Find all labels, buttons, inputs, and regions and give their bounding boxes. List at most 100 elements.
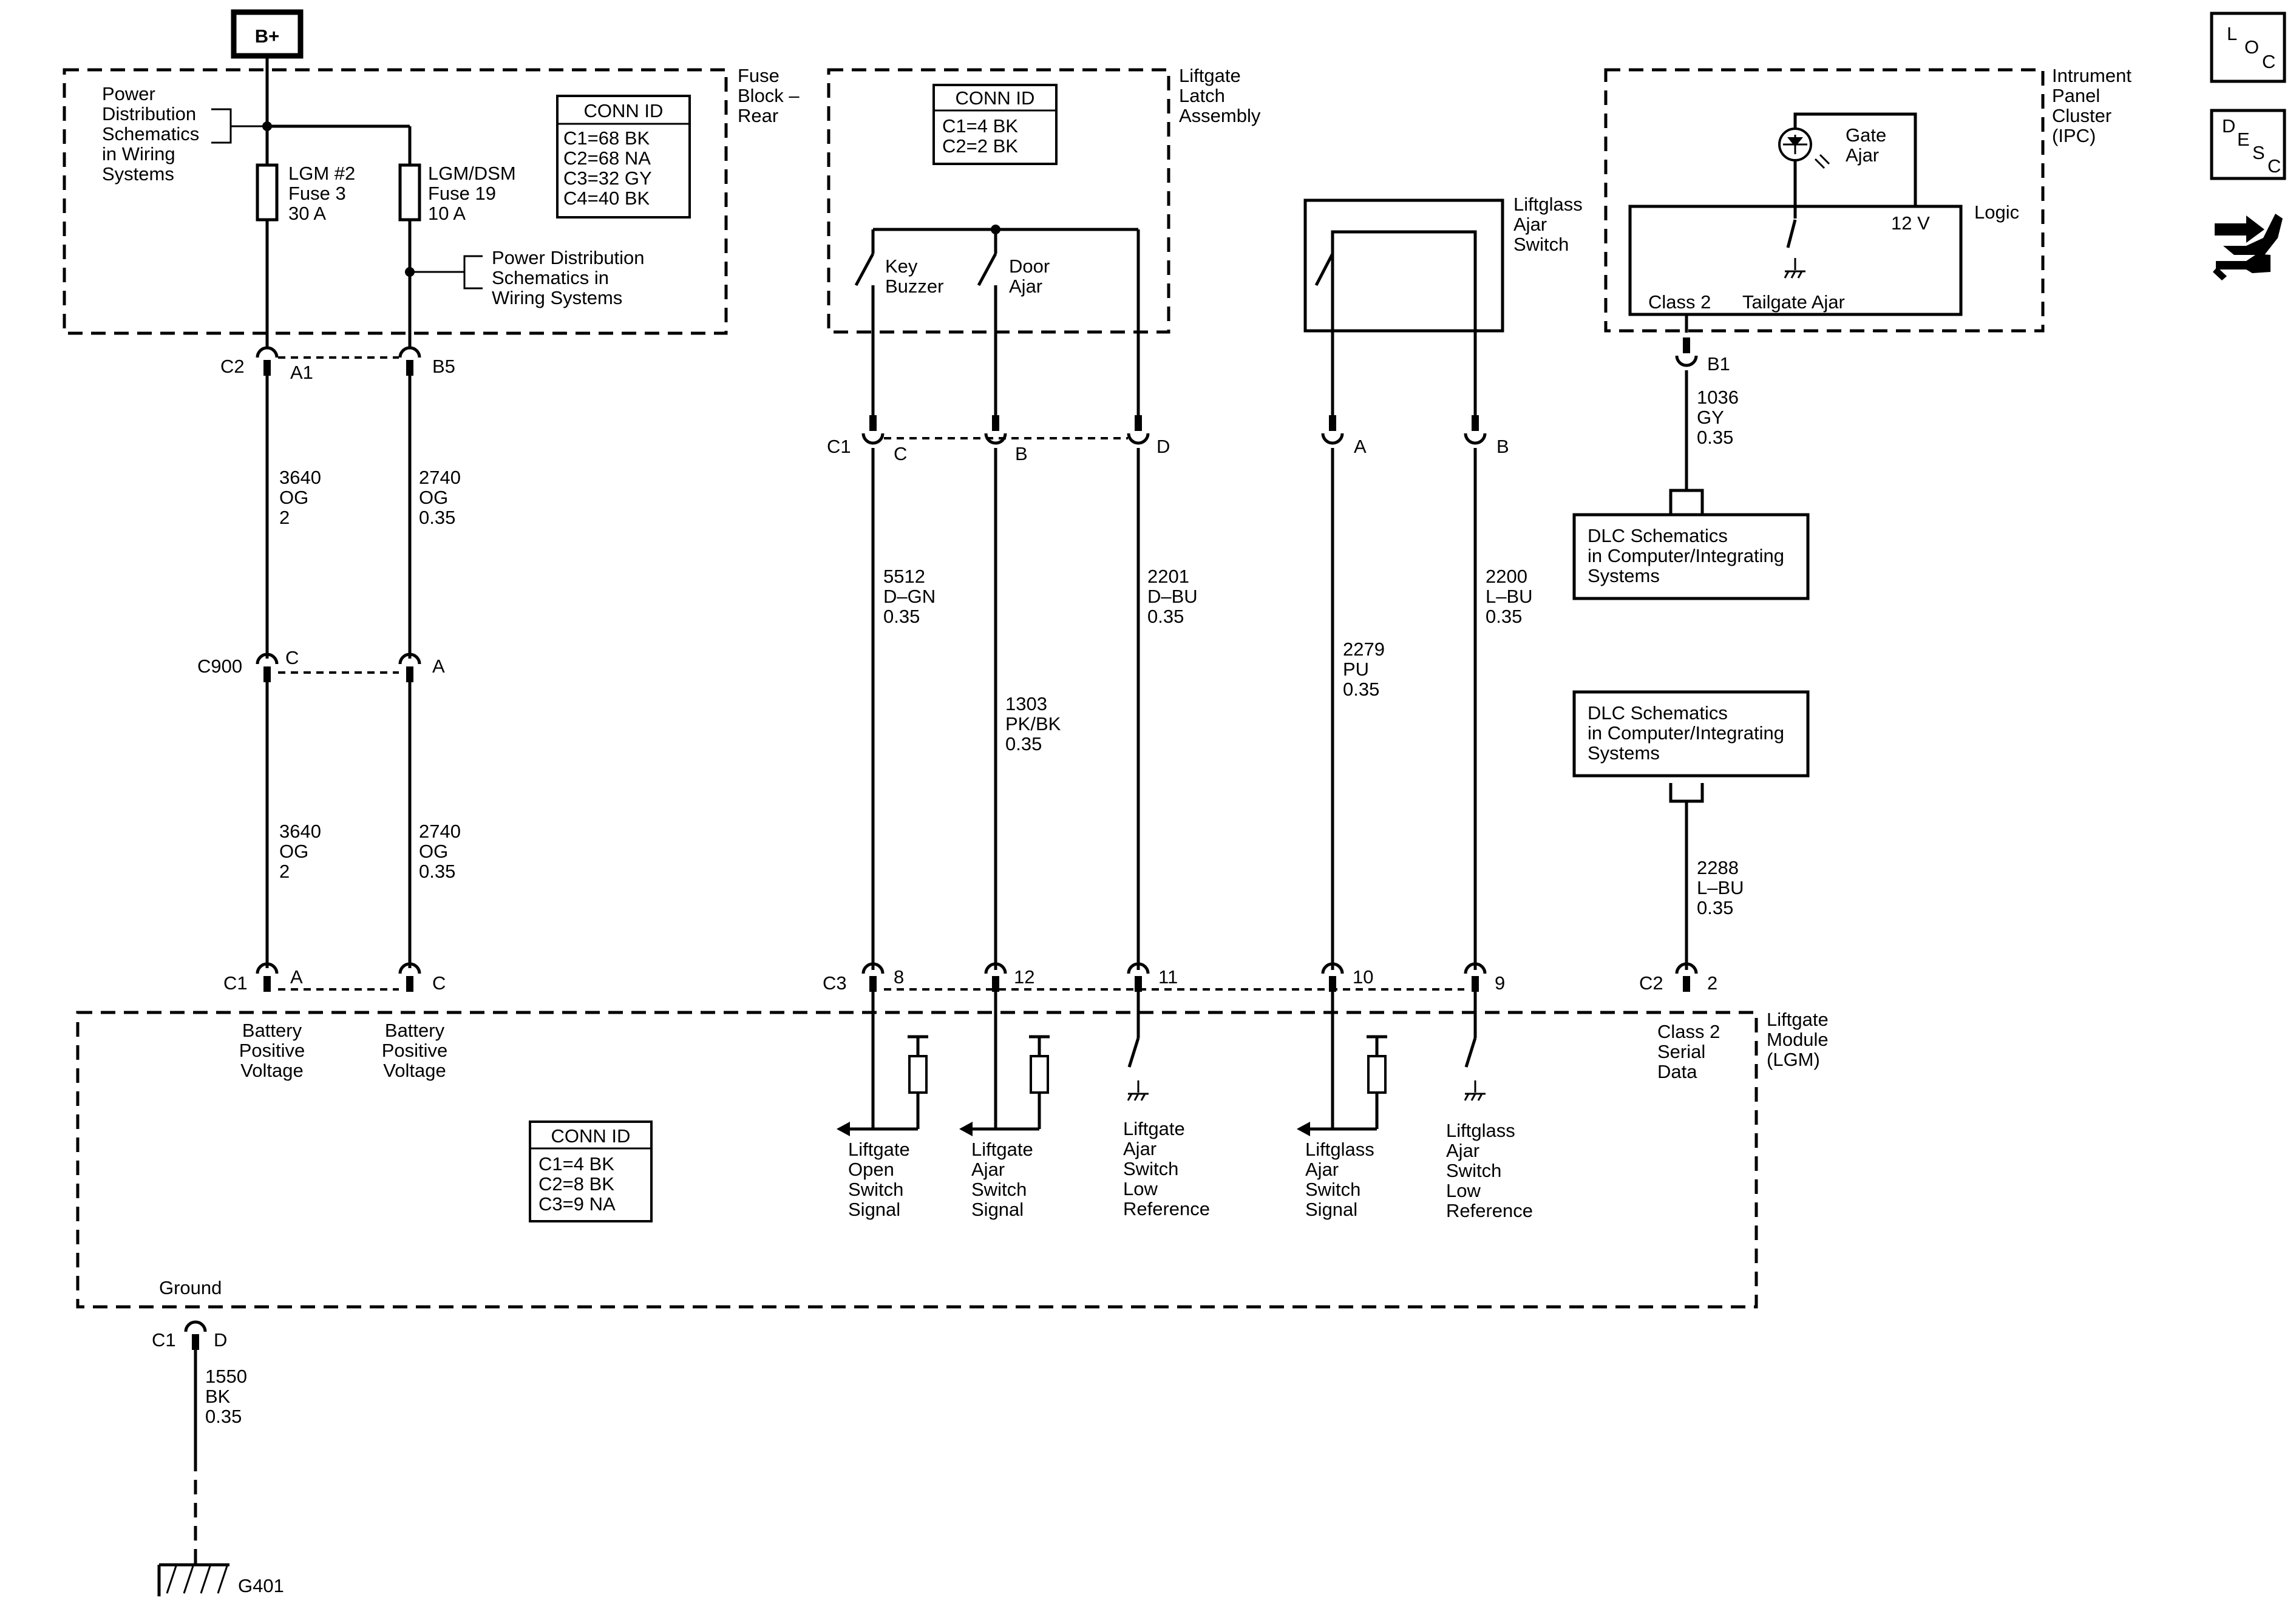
svg-text:0.35: 0.35 [1697, 897, 1733, 918]
svg-text:1036: 1036 [1697, 387, 1739, 408]
wire-label-2288: 2288 L–BU 0.35 [1697, 857, 1744, 918]
svg-text:30 A: 30 A [288, 203, 326, 224]
svg-text:CONN ID: CONN ID [584, 100, 664, 121]
svg-text:Low: Low [1123, 1178, 1158, 1199]
svg-text:O: O [2244, 36, 2259, 58]
svg-text:B: B [1015, 443, 1028, 464]
svg-text:Positive: Positive [382, 1040, 448, 1061]
svg-text:Battery: Battery [385, 1020, 445, 1041]
svg-text:Tailgate Ajar: Tailgate Ajar [1742, 291, 1845, 313]
svg-text:Ajar: Ajar [971, 1159, 1005, 1180]
svg-text:0.35: 0.35 [205, 1406, 242, 1427]
dlc-schematics-box-1: DLC Schematics in Computer/Integrating S… [1572, 513, 1810, 600]
svg-text:D: D [214, 1329, 227, 1351]
svg-text:Liftgate: Liftgate [1767, 1009, 1829, 1030]
liftgate-ajar-switch-signal-circuit: Liftgate Ajar Switch Signal [959, 992, 1050, 1220]
connector-c2: C2 A1 B5 [220, 348, 455, 383]
svg-text:Wiring Systems: Wiring Systems [492, 287, 622, 308]
svg-text:Power Distribution: Power Distribution [492, 247, 645, 268]
svg-text:Liftgate: Liftgate [971, 1139, 1033, 1160]
svg-text:D–BU: D–BU [1147, 586, 1198, 607]
svg-text:3640: 3640 [279, 821, 321, 842]
svg-text:C: C [432, 972, 446, 994]
svg-text:C4=40 BK: C4=40 BK [563, 188, 650, 209]
desc-icon[interactable]: D E S C [2210, 109, 2286, 180]
svg-text:Voltage: Voltage [240, 1060, 303, 1081]
power-distribution-note-top: Power Distribution Schematics in Wiring … [102, 83, 267, 185]
svg-text:C2: C2 [1639, 972, 1663, 994]
svg-text:in Computer/Integrating: in Computer/Integrating [1588, 722, 1784, 744]
svg-text:OG: OG [419, 487, 448, 508]
svg-text:Distribution: Distribution [102, 103, 196, 124]
svg-text:2: 2 [279, 507, 290, 528]
svg-text:0.35: 0.35 [419, 507, 455, 528]
svg-text:0.35: 0.35 [419, 861, 455, 882]
svg-text:Signal: Signal [1305, 1199, 1357, 1220]
svg-text:Rear: Rear [738, 105, 778, 126]
wire-label-1303: 1303 PK/BK 0.35 [1005, 693, 1061, 754]
battery-positive-voltage-1: Battery Positive Voltage [239, 1020, 305, 1081]
gate-ajar-lamp-icon [1778, 127, 1830, 169]
wire-label-2201: 2201 D–BU 0.35 [1147, 566, 1198, 627]
svg-text:Latch: Latch [1179, 85, 1225, 106]
svg-text:C: C [285, 647, 299, 668]
battery-plus-terminal: B+ [231, 9, 304, 121]
svg-text:2201: 2201 [1147, 566, 1189, 587]
svg-text:0.35: 0.35 [1005, 733, 1042, 754]
svg-text:C1: C1 [827, 436, 851, 457]
svg-text:C900: C900 [197, 656, 242, 677]
loc-icon[interactable]: L O C [2210, 12, 2286, 83]
svg-text:CONN ID: CONN ID [956, 87, 1035, 109]
svg-text:2279: 2279 [1343, 639, 1385, 660]
fuse-lgm2: LGM #2 Fuse 3 30 A [256, 163, 355, 224]
svg-text:Systems: Systems [1588, 565, 1660, 586]
liftglass-ajar-low-reference-circuit: Liftglass Ajar Switch Low Reference [1446, 992, 1533, 1221]
svg-text:L–BU: L–BU [1486, 586, 1533, 607]
svg-text:Reference: Reference [1123, 1198, 1210, 1219]
svg-text:Switch: Switch [1123, 1158, 1178, 1179]
svg-text:A: A [1354, 436, 1367, 457]
power-distribution-note-side: Power Distribution Schematics in Wiring … [405, 247, 645, 308]
svg-text:C1: C1 [152, 1329, 176, 1351]
svg-text:Gate: Gate [1846, 124, 1886, 146]
svg-text:1550: 1550 [205, 1366, 247, 1387]
fuse-block-label: Fuse Block – Rear [738, 65, 800, 126]
svg-text:11: 11 [1158, 966, 1178, 988]
liftglass-ajar-switch-signal-circuit: Liftglass Ajar Switch Signal [1297, 992, 1387, 1220]
svg-text:Switch: Switch [1446, 1160, 1501, 1181]
connector-tool-icon[interactable] [2213, 214, 2283, 280]
svg-text:Switch: Switch [1513, 234, 1569, 255]
svg-text:C: C [2267, 155, 2281, 177]
svg-text:B+: B+ [255, 25, 280, 47]
svg-text:B5: B5 [432, 356, 455, 377]
svg-text:10 A: 10 A [428, 203, 466, 224]
svg-text:Class 2: Class 2 [1657, 1021, 1720, 1042]
fuse-lgm-dsm: LGM/DSM Fuse 19 10 A [398, 163, 516, 224]
svg-text:OG: OG [419, 841, 448, 862]
svg-text:Door: Door [1009, 256, 1050, 277]
svg-text:3640: 3640 [279, 467, 321, 488]
svg-text:(LGM): (LGM) [1767, 1049, 1820, 1070]
svg-text:C1=4 BK: C1=4 BK [942, 115, 1018, 137]
svg-text:Intrument: Intrument [2052, 65, 2131, 86]
svg-text:C2=68 NA: C2=68 NA [563, 147, 651, 169]
connector-ipc-b1: B1 [1677, 337, 1730, 375]
svg-text:Systems: Systems [102, 163, 174, 185]
door-ajar-switch: Door Ajar [977, 253, 1050, 419]
svg-text:D–GN: D–GN [883, 586, 936, 607]
svg-text:Switch: Switch [1305, 1179, 1360, 1200]
svg-text:in Wiring: in Wiring [102, 143, 175, 164]
svg-text:C3=9 NA: C3=9 NA [538, 1193, 616, 1215]
svg-text:Liftglass: Liftglass [1513, 194, 1583, 215]
svg-text:PU: PU [1343, 659, 1369, 680]
svg-text:S: S [2252, 142, 2265, 163]
svg-text:D: D [1156, 436, 1170, 457]
svg-text:2740: 2740 [419, 467, 461, 488]
svg-text:Block –: Block – [738, 85, 800, 106]
svg-text:0.35: 0.35 [883, 606, 920, 627]
svg-text:C2=8 BK: C2=8 BK [538, 1173, 614, 1195]
svg-text:C: C [894, 443, 907, 464]
svg-text:C1=4 BK: C1=4 BK [538, 1153, 614, 1175]
svg-text:A1: A1 [290, 362, 313, 383]
